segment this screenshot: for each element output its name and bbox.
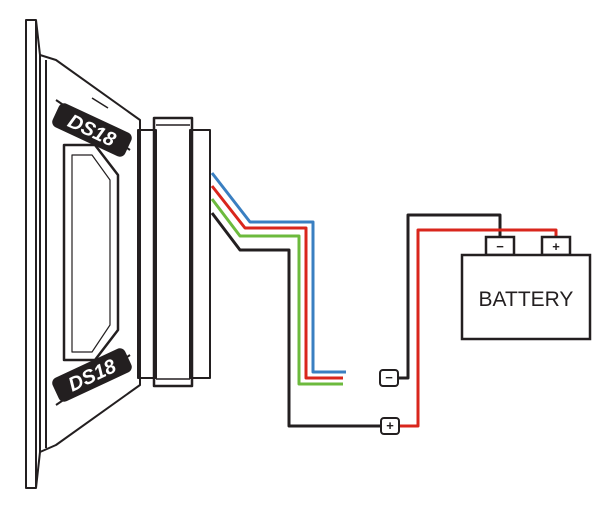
speaker-flange bbox=[25, 19, 41, 489]
wire-blue bbox=[210, 172, 346, 374]
speaker-wires bbox=[210, 172, 380, 428]
svg-text:−: − bbox=[496, 239, 504, 254]
connector-positive: + bbox=[380, 417, 400, 435]
wire-red-positive-lead bbox=[399, 228, 558, 428]
svg-text:+: + bbox=[386, 418, 394, 433]
speaker-top-plate bbox=[137, 129, 157, 379]
speaker-magnet bbox=[152, 116, 194, 388]
battery-label: BATTERY bbox=[479, 288, 574, 311]
svg-text:+: + bbox=[552, 239, 560, 254]
battery-leads bbox=[398, 213, 558, 428]
speaker-basket bbox=[39, 54, 141, 453]
connector-negative: − bbox=[379, 369, 399, 387]
svg-text:−: − bbox=[385, 370, 393, 385]
wire-red bbox=[210, 185, 343, 380]
battery: − + BATTERY bbox=[460, 235, 592, 341]
speaker bbox=[25, 19, 211, 489]
wire-black-negative-lead bbox=[398, 213, 502, 380]
battery-body bbox=[460, 253, 592, 341]
speaker-back-plate bbox=[189, 129, 211, 379]
wire-green bbox=[210, 198, 343, 386]
wire-black-speaker bbox=[210, 212, 380, 428]
